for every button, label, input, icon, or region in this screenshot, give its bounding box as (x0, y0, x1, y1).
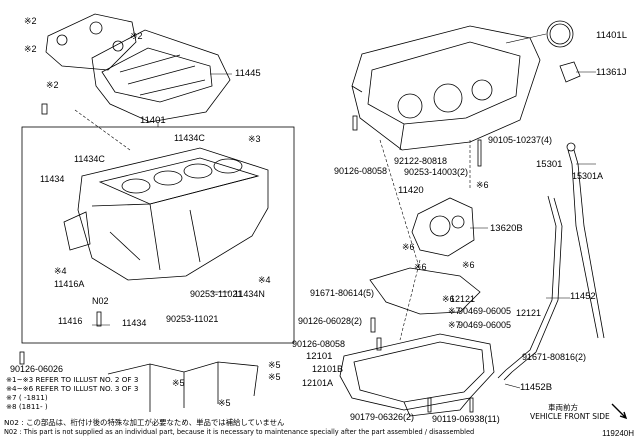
harness-drawing (107, 361, 259, 412)
dipstick-drawing (566, 142, 605, 339)
vehicle-front-jp: 車両前方 (548, 403, 578, 412)
label-12121-a: 12121 (450, 294, 476, 304)
label-90126-08058-top: 90126-08058 (334, 166, 388, 176)
marker-6: ※6 (402, 242, 415, 252)
label-11434-bottom: 11434 (122, 318, 147, 328)
label-11416a: 11416A (54, 279, 85, 289)
gasket-plate-drawing (45, 13, 137, 71)
note-refer-3: ※4~※6 REFER TO ILLUST NO. 3 OF 3 (6, 384, 139, 393)
marker-2: ※2 (24, 44, 37, 54)
marker-5: ※5 (268, 372, 281, 382)
oil-pump-drawing (411, 197, 475, 257)
label-n02: N02 (92, 296, 109, 306)
marker-6: ※6 (476, 180, 489, 190)
footer-note-jp: N02 : この部品は、桁付け後の特殊な加工が必要なため、単品では補給していませ… (4, 418, 285, 427)
marker-2: ※2 (130, 31, 143, 41)
marker-5: ※5 (218, 398, 231, 408)
marker-5: ※5 (172, 378, 185, 388)
illustration-id: 119240H (602, 429, 634, 438)
label-90469-b: 90469-06005 (458, 320, 512, 330)
marker-6: ※6 (462, 260, 475, 270)
note-range-7: ※7 ( -1811) (6, 393, 48, 402)
label-11445: 11445 (235, 68, 261, 79)
marker-6: ※6 (414, 262, 427, 272)
label-11434: 11434 (40, 174, 65, 184)
cover-plate-drawing (559, 61, 581, 83)
label-90126-08058-bottom: 90126-08058 (292, 339, 346, 349)
dipstick-guide-drawing (497, 195, 563, 381)
label-90253-11021-b: 90253-11021 (166, 314, 219, 324)
label-90105: 90105-10237(4) (488, 135, 553, 145)
label-11434c-left: 11434C (74, 154, 105, 164)
label-90126-06026: 90126-06026 (10, 364, 64, 374)
label-11361j: 11361J (596, 67, 627, 78)
label-15301: 15301 (536, 159, 563, 170)
marker-4: ※4 (258, 275, 271, 285)
cylinder-block-frame (21, 126, 295, 344)
label-90126-06028: 90126-06028(2) (298, 316, 363, 326)
marker-2: ※2 (46, 80, 59, 90)
footer-note-en: N02 : This part is not supplied as an in… (4, 428, 475, 436)
label-12101a: 12101A (302, 378, 334, 388)
label-11434c-top: 11434C (174, 133, 205, 143)
label-90469-a: 90469-06005 (458, 306, 512, 316)
label-90253-14003: 90253-14003(2) (404, 167, 469, 177)
seal-ring-drawing (546, 20, 574, 48)
marker-6: ※6 (442, 294, 455, 304)
vehicle-front-en: VEHICLE FRONT SIDE (530, 412, 610, 421)
note-refer-2: ※1~※3 REFER TO ILLUST NO. 2 OF 3 (6, 375, 139, 384)
label-11401: 11401 (140, 115, 166, 126)
oil-cover-drawing (91, 29, 231, 123)
label-11434n: 11434N (234, 289, 265, 299)
label-11452: 11452 (570, 291, 596, 302)
label-11401l: 11401L (596, 30, 627, 41)
marker-5: ※5 (268, 360, 281, 370)
marker-4: ※4 (54, 266, 67, 276)
baffle-plate-drawing (369, 267, 481, 315)
label-92122: 92122-80818 (394, 156, 448, 166)
label-12101b: 12101B (312, 364, 344, 374)
label-11452b: 11452B (520, 382, 553, 393)
marker-7: ※7 (448, 306, 461, 316)
oil-pan-drawing (339, 333, 495, 417)
label-11420: 11420 (398, 185, 424, 196)
label-90253-11021-a: 90253-11021 (190, 289, 243, 299)
label-11416: 11416 (58, 316, 83, 326)
dashed-lines (74, 109, 471, 341)
cylinder-block-drawing (63, 147, 269, 281)
marker-7: ※7 (448, 320, 461, 330)
front-arrow-icon (611, 403, 628, 420)
bolts-drawing (19, 103, 482, 413)
marker-3: ※3 (248, 134, 261, 144)
note-range-8: ※8 (1811- ) (6, 402, 48, 411)
label-13620b: 13620B (490, 223, 523, 234)
label-90119: 90119-06938(11) (432, 414, 500, 424)
label-15301a: 15301A (572, 171, 604, 181)
label-90179: 90179-06326(2) (350, 412, 415, 422)
label-12121-b: 12121 (516, 308, 542, 318)
label-91671-80816: 91671-80816(2) (522, 352, 587, 362)
leader-lines (92, 33, 596, 389)
marker-2: ※2 (24, 16, 37, 26)
label-91671-80614: 91671-80614(5) (310, 288, 375, 298)
crankcase-drawing (351, 25, 541, 151)
label-12101: 12101 (306, 351, 333, 362)
